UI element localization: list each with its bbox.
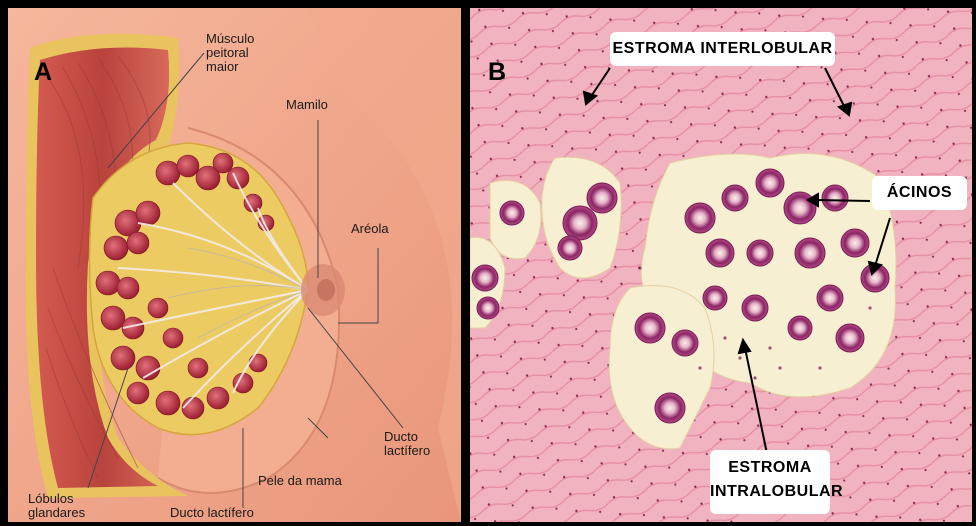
label-acinos: ÁCINOS <box>872 176 967 210</box>
panel-letter-b: B <box>488 58 506 87</box>
label-pele-da-mama: Pele da mama <box>258 474 342 488</box>
label-estroma-intralobular: ESTROMA INTRALOBULAR <box>710 450 830 514</box>
label-areola: Aréola <box>351 222 389 236</box>
panel-a-anatomy: A Músculo peitoral maior Mamilo Aréola D… <box>8 8 461 522</box>
label-mamilo: Mamilo <box>286 98 328 112</box>
label-lobulos-glandares: Lóbulos glandares <box>28 492 85 520</box>
label-ducto-lactifero-bottom: Ducto lactífero <box>170 506 254 520</box>
histology-micrograph <box>470 8 972 522</box>
panel-letter-a: A <box>34 58 52 87</box>
label-estroma-interlobular: ESTROMA INTERLOBULAR <box>610 32 835 66</box>
label-ducto-lactifero-right: Ducto lactífero <box>384 430 430 458</box>
label-musculo-peitoral-maior: Músculo peitoral maior <box>206 32 254 74</box>
panel-b-histology: B ESTROMA INTERLOBULAR ÁCINOS ESTROMA IN… <box>470 8 972 522</box>
